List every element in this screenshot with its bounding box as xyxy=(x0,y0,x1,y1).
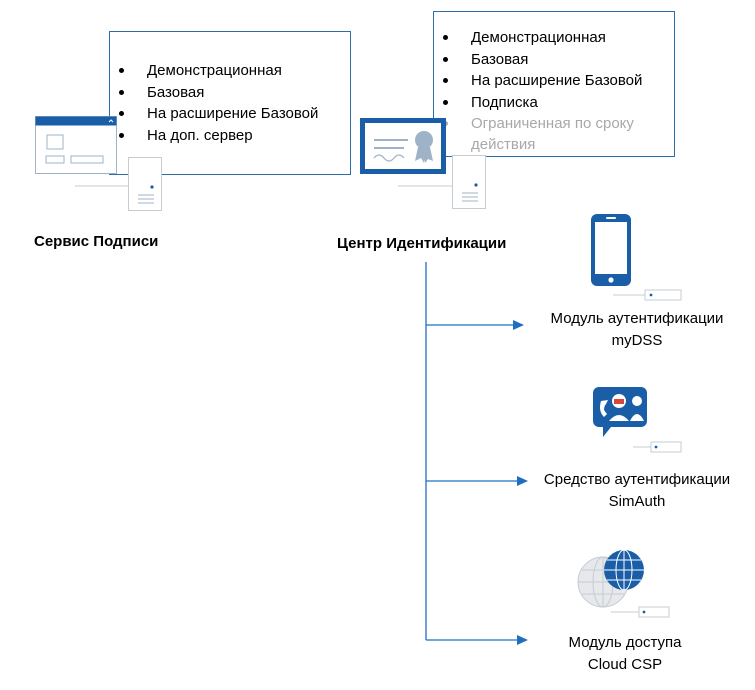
server-base-line xyxy=(75,185,135,187)
module-product: SimAuth xyxy=(608,493,666,510)
identity-center-license-box: Демонстрационная Базовая На расширение Б… xyxy=(433,11,675,157)
module-product: Cloud CSP xyxy=(587,656,663,673)
module-caption: Модуль аутентификации myDSS xyxy=(537,308,737,352)
signature-service-title: Сервис Подписи xyxy=(34,233,159,250)
globe-icon xyxy=(577,549,670,618)
signature-service-license-box: Демонстрационная Базовая На расширение Б… xyxy=(109,31,351,175)
license-item: Базовая xyxy=(110,82,350,104)
server-tower-icon xyxy=(128,157,162,211)
module-name: Модуль аутентификации xyxy=(550,310,724,327)
module-caption: Средство аутентификации SimAuth xyxy=(530,469,744,513)
module-name: Модуль доступа xyxy=(568,634,682,651)
license-item: На расширение Базовой xyxy=(110,103,350,125)
smartphone-icon xyxy=(591,214,682,301)
connector-arrow xyxy=(517,635,528,645)
module-name: Средство аутентификации xyxy=(543,471,731,488)
module-caption: Модуль доступа Cloud CSP xyxy=(540,632,710,676)
sim-support-icon xyxy=(593,387,682,453)
browser-window-icon xyxy=(35,116,117,174)
license-item: На доп. сервер xyxy=(110,125,350,147)
connector-arrow xyxy=(517,476,528,486)
license-item: Демонстрационная xyxy=(110,60,350,82)
certificate-icon xyxy=(360,118,446,174)
signature-service-license-list: Демонстрационная Базовая На расширение Б… xyxy=(110,60,350,146)
license-item: На расширение Базовой xyxy=(434,70,674,92)
license-item: Базовая xyxy=(434,49,674,71)
license-item-inactive: Ограниченная по сроку действия xyxy=(434,113,674,155)
identity-center-license-list: Демонстрационная Базовая На расширение Б… xyxy=(434,27,674,155)
license-item: Демонстрационная xyxy=(434,27,674,49)
server-base-line xyxy=(398,185,458,187)
server-tower-icon xyxy=(452,155,486,209)
license-item: Подписка xyxy=(434,92,674,114)
module-product: myDSS xyxy=(611,332,663,349)
connector-arrow xyxy=(513,320,524,330)
identity-center-title: Центр Идентификации xyxy=(337,235,507,252)
